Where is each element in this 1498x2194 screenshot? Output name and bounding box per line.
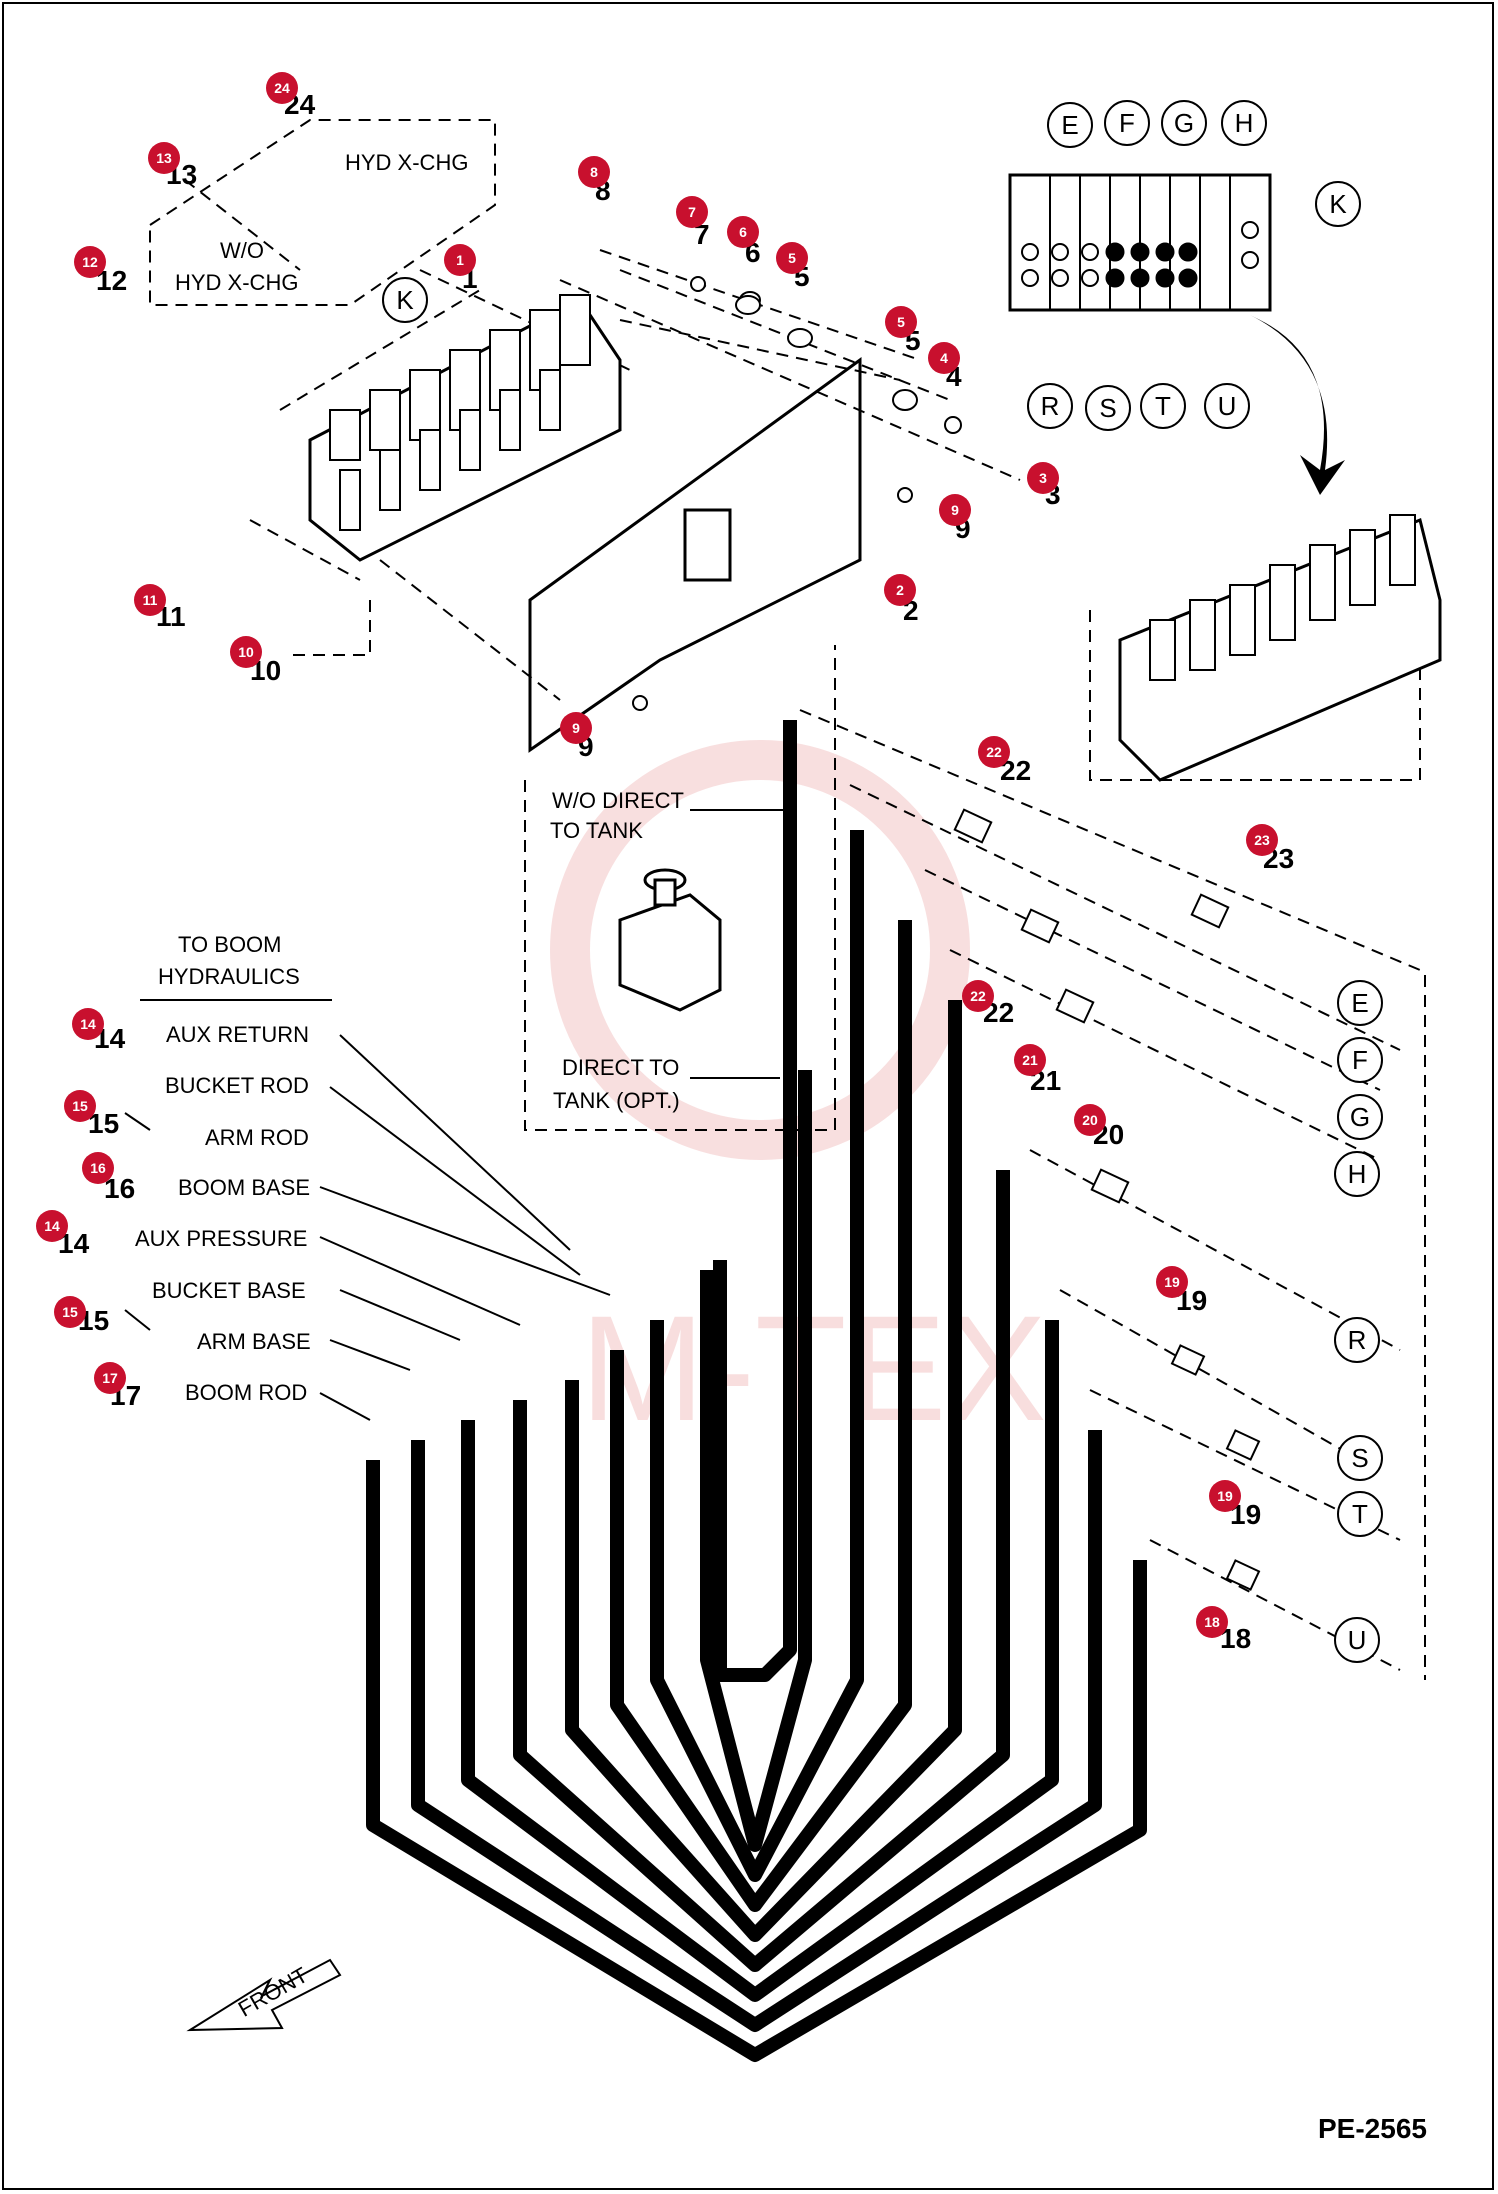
label-to-boom-1: TO BOOM [178,932,282,957]
svg-text:2: 2 [896,582,904,598]
page-code: PE-2565 [1318,2113,1427,2144]
label-arm-base: ARM BASE [197,1329,311,1354]
letter-H-top: H [1235,108,1254,138]
svg-text:17: 17 [102,1370,118,1386]
letter-U-top: U [1218,391,1237,421]
svg-text:22: 22 [986,744,1002,760]
svg-text:6: 6 [739,224,747,240]
svg-text:1: 1 [456,252,464,268]
letter-R-top: R [1041,391,1060,421]
label-direct-tank-1: DIRECT TO [562,1055,679,1080]
svg-text:14: 14 [44,1218,60,1234]
watermark-text: M-TEX [580,1284,1047,1452]
svg-text:4: 4 [940,350,948,366]
svg-text:7: 7 [688,204,696,220]
svg-text:5: 5 [897,314,905,330]
svg-text:19: 19 [1217,1488,1233,1504]
svg-text:14: 14 [80,1016,96,1032]
svg-text:8: 8 [590,164,598,180]
label-wo-direct-1: W/O DIRECT [552,788,684,813]
svg-text:15: 15 [72,1098,88,1114]
label-direct-tank-2: TANK (OPT.) [553,1088,680,1113]
svg-text:15: 15 [62,1304,78,1320]
svg-text:19: 19 [1164,1274,1180,1290]
svg-text:12: 12 [82,254,98,270]
direct-to-tank-valve [618,868,722,1012]
svg-text:13: 13 [156,150,172,166]
svg-text:9: 9 [951,502,959,518]
callout-numbers: 24 13 12 8 7 6 5 1 5 4 3 9 2 11 10 9 22 … [58,89,1294,1654]
label-wo-hyd-xchg: HYD X-CHG [175,270,298,295]
label-boom-rod: BOOM ROD [185,1380,307,1405]
svg-text:21: 21 [1022,1052,1038,1068]
svg-text:11: 11 [143,592,158,608]
letter-F-top: F [1119,108,1135,138]
hose-bundle [366,720,1147,2062]
label-arm-rod: ARM ROD [205,1125,309,1150]
letter-callouts [382,100,1383,1663]
letter-F-right: F [1352,1045,1368,1075]
svg-text:5: 5 [788,250,796,266]
label-bucket-base: BUCKET BASE [152,1278,306,1303]
svg-text:22: 22 [970,988,986,1004]
letter-R-right: R [1348,1325,1367,1355]
letter-K-left: K [396,285,414,315]
label-wo: W/O [220,238,264,263]
letter-G-top: G [1174,108,1194,138]
red-badges [36,72,1278,1638]
front-arrow: FRONT [186,1958,342,2032]
letter-T-top: T [1155,391,1171,421]
valve-detail-top [1008,173,1272,312]
label-aux-pressure: AUX PRESSURE [135,1226,307,1251]
svg-text:24: 24 [274,80,290,96]
letter-U-right: U [1348,1625,1367,1655]
svg-text:10: 10 [238,644,254,660]
letter-H-right: H [1348,1159,1367,1189]
letter-S-right: S [1351,1443,1368,1473]
label-bucket-rod: BUCKET ROD [165,1073,309,1098]
letter-T-right: T [1352,1499,1368,1529]
svg-text:20: 20 [1082,1112,1098,1128]
letter-S-top: S [1099,393,1116,423]
letter-E-top: E [1061,110,1078,140]
label-wo-direct-2: TO TANK [550,818,643,843]
svg-text:18: 18 [1204,1614,1220,1630]
label-boom-base: BOOM BASE [178,1175,310,1200]
direction-arrow [1250,315,1345,495]
letter-K-top: K [1329,189,1347,219]
control-valve-main [308,294,622,562]
letter-E-right: E [1351,988,1368,1018]
label-hyd-xchg: HYD X-CHG [345,150,468,175]
badge-labels: 24 13 12 8 7 6 5 1 5 4 3 9 2 11 10 9 22 … [44,80,1270,1630]
letter-G-right: G [1350,1102,1370,1132]
svg-text:3: 3 [1039,470,1047,486]
svg-text:9: 9 [572,720,580,736]
label-aux-return: AUX RETURN [166,1022,309,1047]
mounting-bracket [528,357,862,753]
svg-text:23: 23 [1254,832,1270,848]
label-to-boom-2: HYDRAULICS [158,964,300,989]
control-valve-right [1118,514,1442,782]
svg-text:16: 16 [90,1160,106,1176]
